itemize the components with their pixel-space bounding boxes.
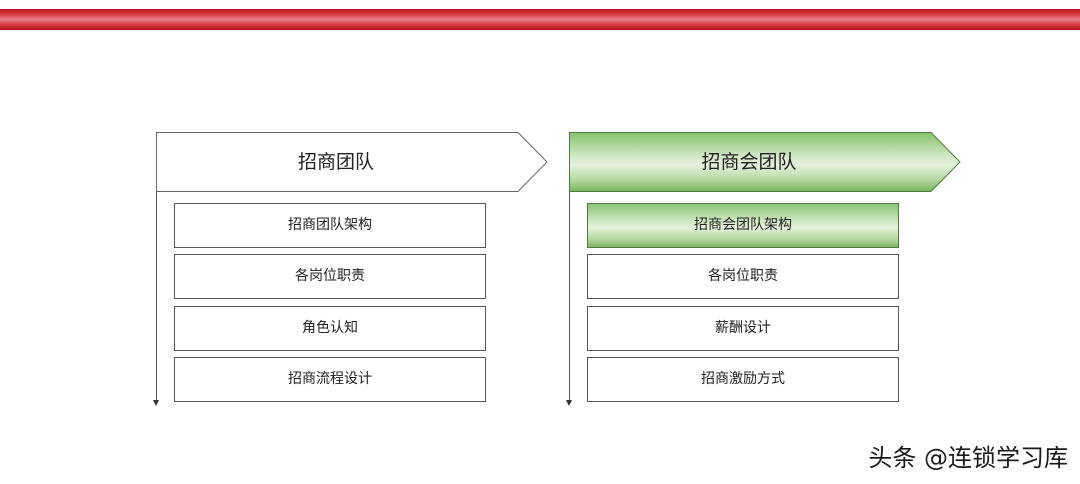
arrow-down-icon: [566, 400, 572, 406]
timeline-line: [569, 192, 570, 400]
chevron-shape: [569, 132, 961, 192]
column-header-recruitment-team: 招商团队: [156, 132, 548, 192]
top-red-bar: [0, 9, 1080, 30]
list-item: 招商激励方式: [587, 357, 899, 402]
column-meeting-team: 招商会团队 招商会团队架构 各岗位职责 薪酬设计 招商激励方式: [566, 132, 969, 412]
column-title: 招商会团队: [701, 151, 797, 173]
watermark: 头条 @连锁学习库: [868, 444, 1068, 472]
chevron-shape: [156, 132, 548, 192]
timeline-line: [156, 192, 157, 400]
list-item-highlighted: 招商会团队架构: [587, 203, 899, 248]
arrow-down-icon: [153, 400, 159, 406]
column-header-meeting-team: 招商会团队: [569, 132, 961, 192]
list-item: 招商团队架构: [174, 203, 486, 248]
column-recruitment-team: 招商团队 招商团队架构 各岗位职责 角色认知 招商流程设计: [153, 132, 556, 412]
list-item: 角色认知: [174, 306, 486, 351]
list-item: 薪酬设计: [587, 306, 899, 351]
list-item: 招商流程设计: [174, 357, 486, 402]
list-item: 各岗位职责: [174, 254, 486, 299]
list-item: 各岗位职责: [587, 254, 899, 299]
column-title: 招商团队: [297, 151, 374, 173]
